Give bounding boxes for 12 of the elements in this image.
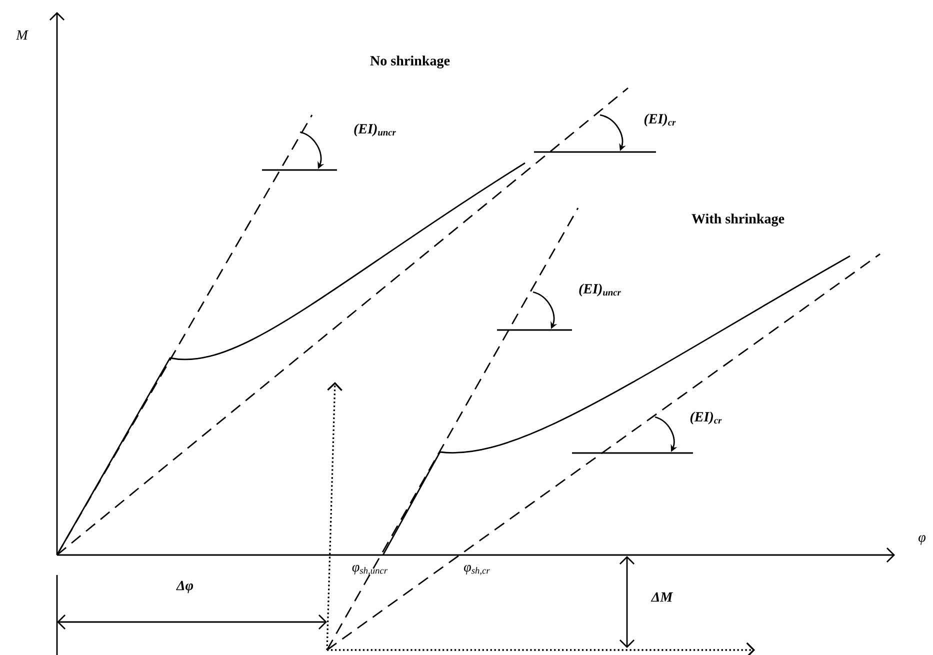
dimension-label: ΔM — [650, 592, 674, 602]
point-label: φ$_{sh,uncr}$ — [352, 564, 388, 576]
curve-label: No shrinkage — [370, 56, 450, 68]
stiffness-label: (EI)$_{uncr}$ — [579, 284, 621, 296]
axis-label: φ — [918, 535, 926, 545]
stiffness-label: (EI)$_{cr}$ — [690, 412, 722, 424]
stiffness-label: (EI)$_{uncr}$ — [354, 124, 396, 136]
curve-label: With shrinkage — [692, 214, 784, 226]
stiffness-label: (EI)$_{cr}$ — [644, 114, 676, 126]
axis-label: M — [16, 30, 28, 40]
point-label: φ$_{sh,cr}$ — [464, 564, 490, 576]
dimension-label: Δφ — [176, 580, 194, 594]
